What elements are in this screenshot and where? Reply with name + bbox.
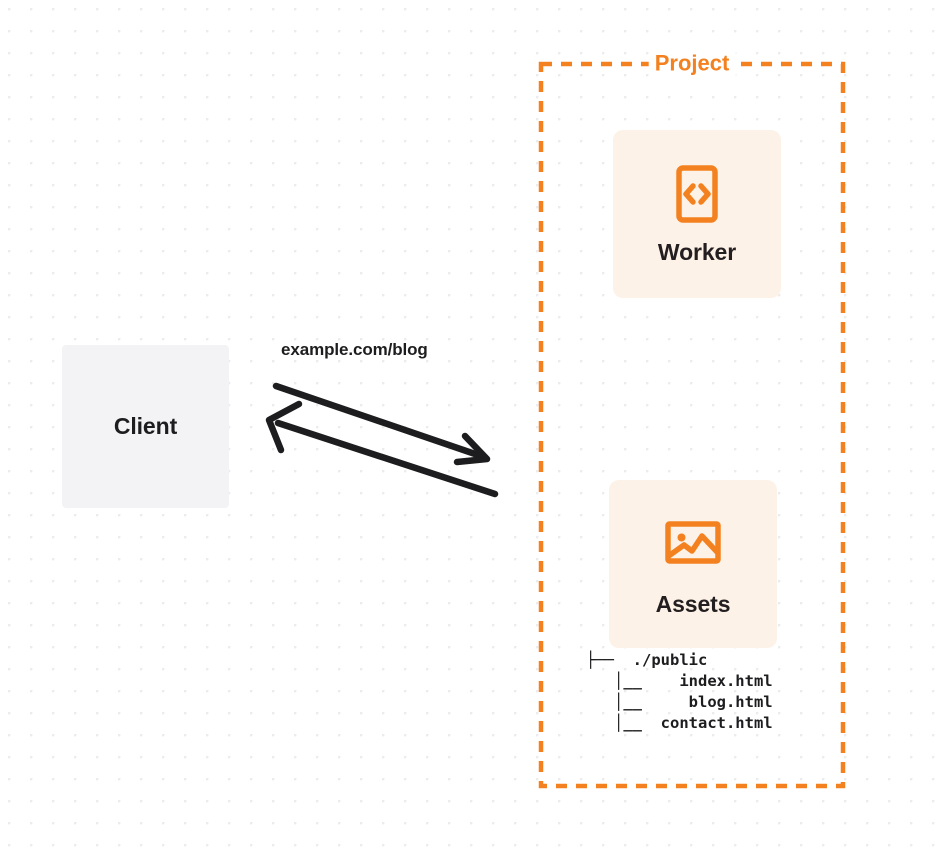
arrow-request-outgoing [272, 382, 491, 466]
client-label: Client [113, 413, 178, 439]
worker-label: Worker [657, 238, 737, 265]
arrow-response-incoming [265, 400, 499, 498]
file-tree-line: ├── ./public [586, 651, 708, 669]
worker-node[interactable]: Worker [613, 130, 781, 298]
project-boundary: Project [538, 50, 846, 789]
file-tree-line: │__ index.html [586, 672, 773, 690]
file-tree-line: │__ blog.html [586, 693, 773, 711]
assets-label: Assets [655, 590, 731, 617]
image-picture-icon [665, 520, 721, 564]
assets-node[interactable]: Assets [609, 480, 777, 648]
code-document-icon [676, 164, 718, 223]
project-title: Project [648, 50, 736, 77]
file-tree-line: │__ contact.html [586, 714, 773, 732]
assets-file-tree: ├── ./public │__ index.html │__ blog.htm… [586, 650, 773, 734]
client-node[interactable]: Client [62, 345, 229, 508]
request-url-label: example.com/blog [281, 340, 428, 359]
